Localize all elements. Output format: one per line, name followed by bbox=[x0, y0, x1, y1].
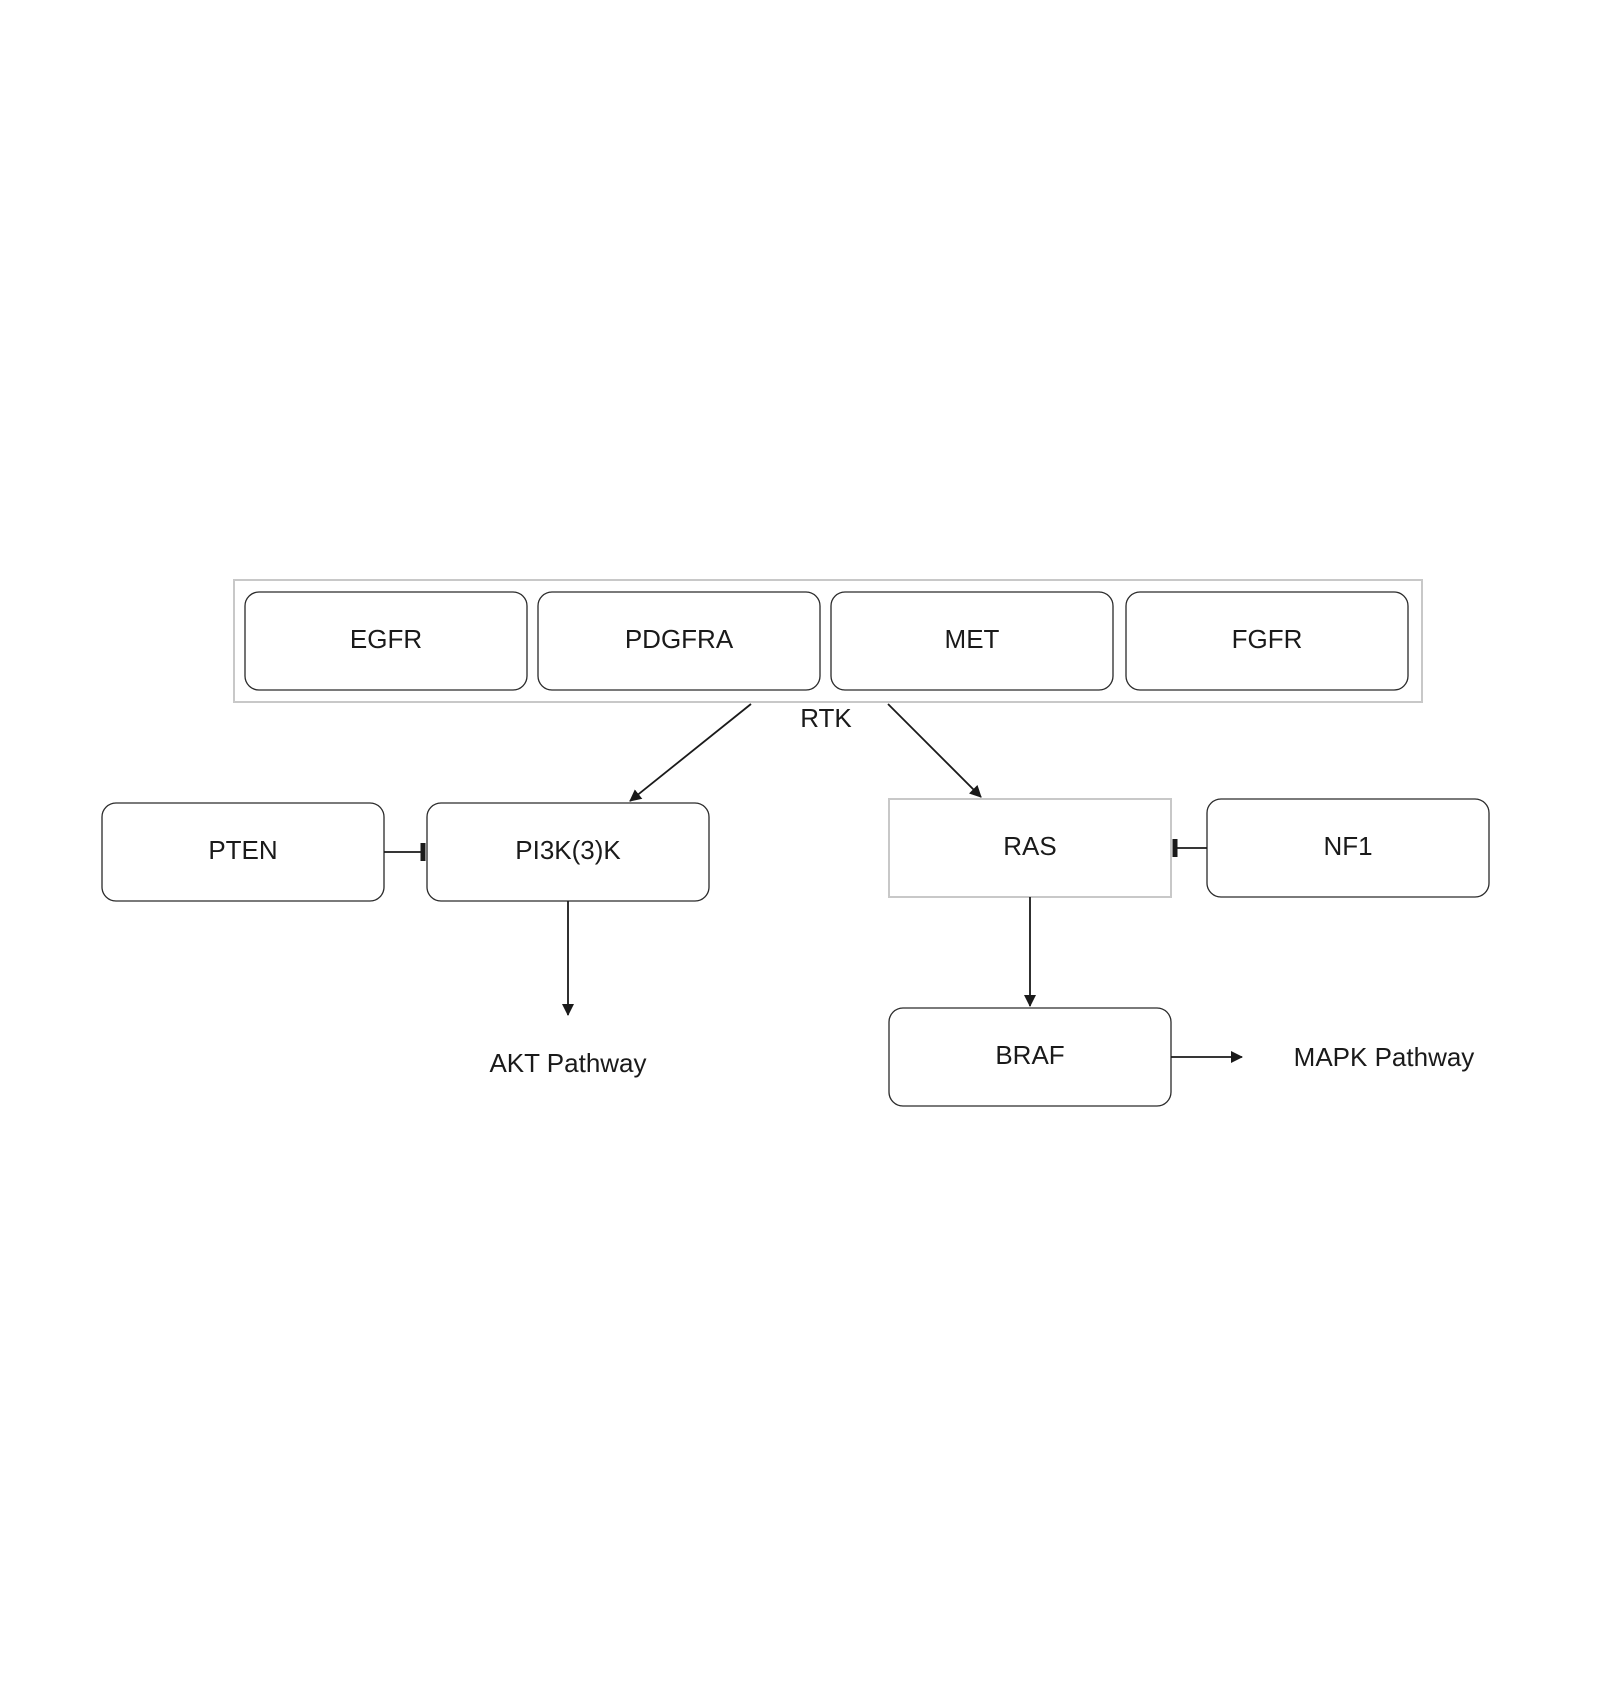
node-met-label: MET bbox=[945, 624, 1000, 654]
node-braf-label: BRAF bbox=[995, 1040, 1064, 1070]
node-pten: PTEN bbox=[101, 802, 385, 902]
edge-nf1-inhibits-ras bbox=[1172, 839, 1207, 857]
node-egfr-label: EGFR bbox=[350, 624, 422, 654]
edge-rtk-to-ras bbox=[887, 703, 982, 798]
node-egfr: EGFR bbox=[244, 591, 528, 691]
rtk-group-label: RTK bbox=[800, 703, 852, 733]
node-pi3k-label: PI3K(3)K bbox=[515, 835, 621, 865]
edge-rtk-to-pi3k bbox=[629, 703, 752, 802]
node-fgfr-label: FGFR bbox=[1232, 624, 1303, 654]
node-pdgfra-label: PDGFRA bbox=[625, 624, 734, 654]
node-fgfr: FGFR bbox=[1125, 591, 1409, 691]
node-braf: BRAF bbox=[888, 1007, 1172, 1107]
node-pdgfra: PDGFRA bbox=[537, 591, 821, 691]
node-met: MET bbox=[830, 591, 1114, 691]
edge-pten-inhibits-pi3k bbox=[384, 843, 426, 861]
node-pi3k: PI3K(3)K bbox=[426, 802, 710, 902]
node-ras: RAS bbox=[888, 798, 1172, 898]
akt-pathway-label: AKT Pathway bbox=[489, 1048, 646, 1078]
node-nf1-label: NF1 bbox=[1323, 831, 1372, 861]
node-nf1: NF1 bbox=[1206, 798, 1490, 898]
rtk-group: EGFR PDGFRA MET FGFR RTK bbox=[233, 579, 1423, 733]
mapk-pathway-label: MAPK Pathway bbox=[1294, 1042, 1475, 1072]
node-pten-label: PTEN bbox=[208, 835, 277, 865]
node-ras-label: RAS bbox=[1003, 831, 1056, 861]
